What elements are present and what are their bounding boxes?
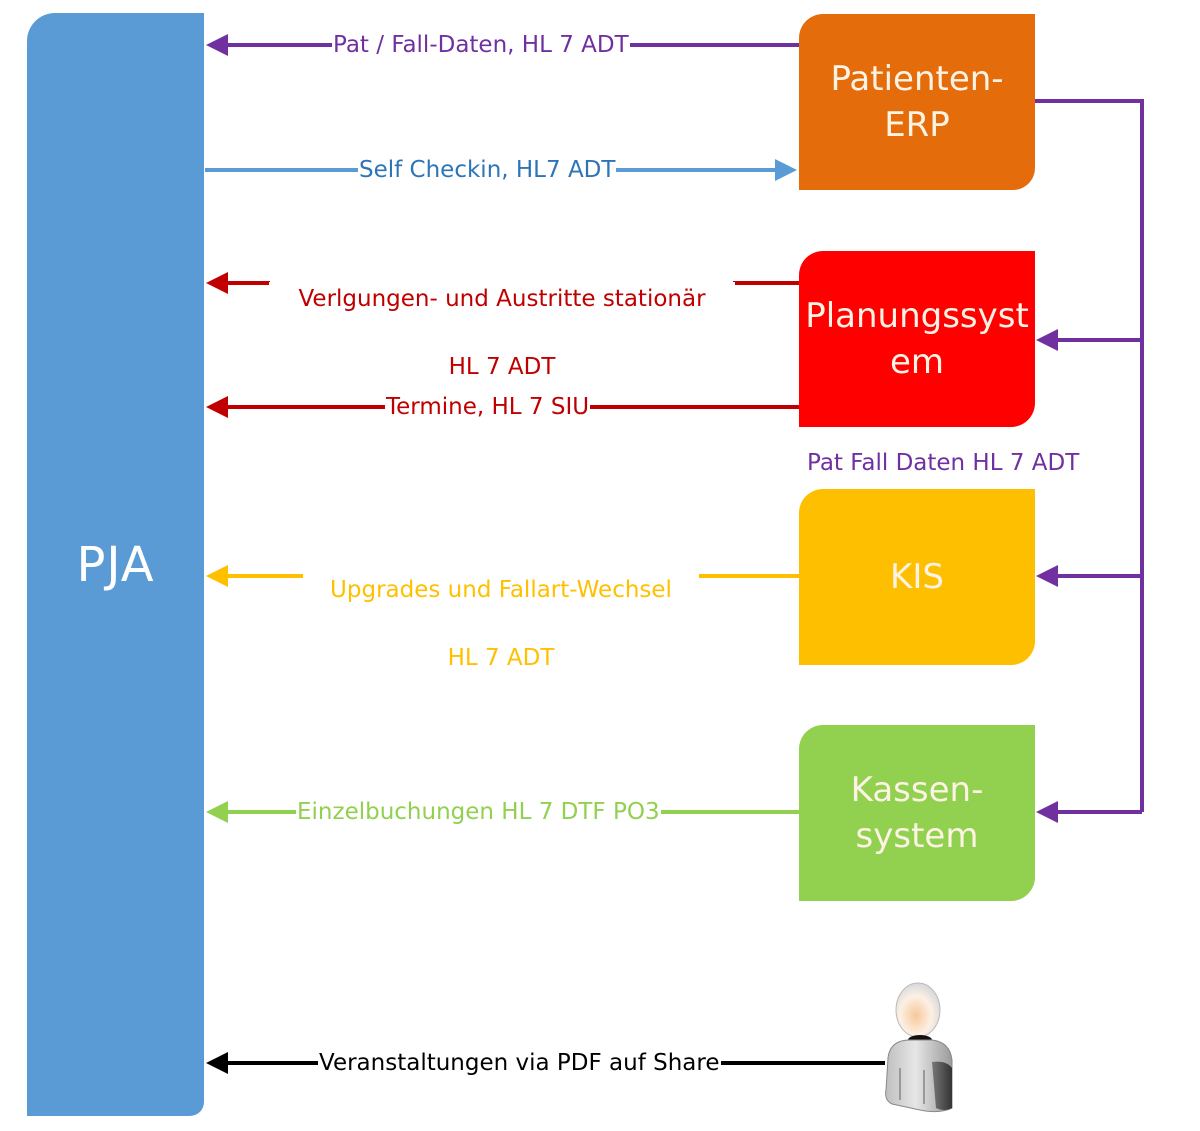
arrowhead-right-icon: [775, 159, 797, 181]
arrowhead-left-icon: [1036, 565, 1058, 587]
flow-verlegungen: [206, 272, 800, 294]
arrowhead-left-icon: [206, 565, 228, 587]
flow-label-upgrades-line1: Upgrades und Fallart-Wechsel: [303, 573, 699, 607]
flow-label-upgrades-line2: HL 7 ADT: [447, 645, 555, 671]
flow-label-verlegungen-line2: HL 7 ADT: [448, 354, 556, 380]
flow-label-einzelbuchungen: Einzelbuchungen HL 7 DTF PO3: [296, 795, 661, 829]
system-planungssystem: Planungssyst em: [799, 251, 1035, 427]
system-kassensystem-label: Kassen- system: [850, 770, 984, 856]
flow-label-verlegungen-line1: Verlgungen- und Austritte stationär: [269, 282, 735, 316]
system-planungssystem-label: Planungssyst em: [805, 296, 1029, 382]
flow-label-upgrades: Upgrades und Fallart-Wechsel HL 7 ADT: [302, 539, 700, 709]
flow-distribution-bus: [1034, 99, 1144, 823]
flow-label-pat-fall: Pat / Fall-Daten, HL 7 ADT: [332, 28, 630, 62]
system-patienten-erp-label: Patienten- ERP: [830, 59, 1004, 145]
arrowhead-left-icon: [1036, 329, 1058, 351]
arrowhead-left-icon: [206, 34, 228, 56]
system-pja: PJA: [27, 13, 204, 1116]
user-icon: [885, 982, 953, 1113]
system-kis: KIS: [799, 489, 1035, 665]
system-pja-label: PJA: [76, 536, 155, 593]
arrowhead-left-icon: [1036, 801, 1058, 823]
arrowhead-left-icon: [206, 801, 228, 823]
system-patienten-erp: Patienten- ERP: [799, 14, 1035, 190]
arrowhead-left-icon: [206, 272, 228, 294]
system-kis-label: KIS: [890, 557, 944, 597]
flow-upgrades: [206, 565, 800, 587]
flow-label-termine: Termine, HL 7 SIU: [385, 390, 591, 424]
flow-label-verlegungen: Verlgungen- und Austritte stationär HL 7…: [268, 248, 736, 418]
flow-label-veranstaltungen: Veranstaltungen via PDF auf Share: [318, 1046, 721, 1080]
arrowhead-left-icon: [206, 1052, 228, 1074]
flow-label-self-checkin: Self Checkin, HL7 ADT: [358, 153, 617, 187]
system-kassensystem: Kassen- system: [799, 725, 1035, 901]
distribution-label: Pat Fall Daten HL 7 ADT: [806, 446, 1081, 480]
arrowhead-left-icon: [206, 396, 228, 418]
